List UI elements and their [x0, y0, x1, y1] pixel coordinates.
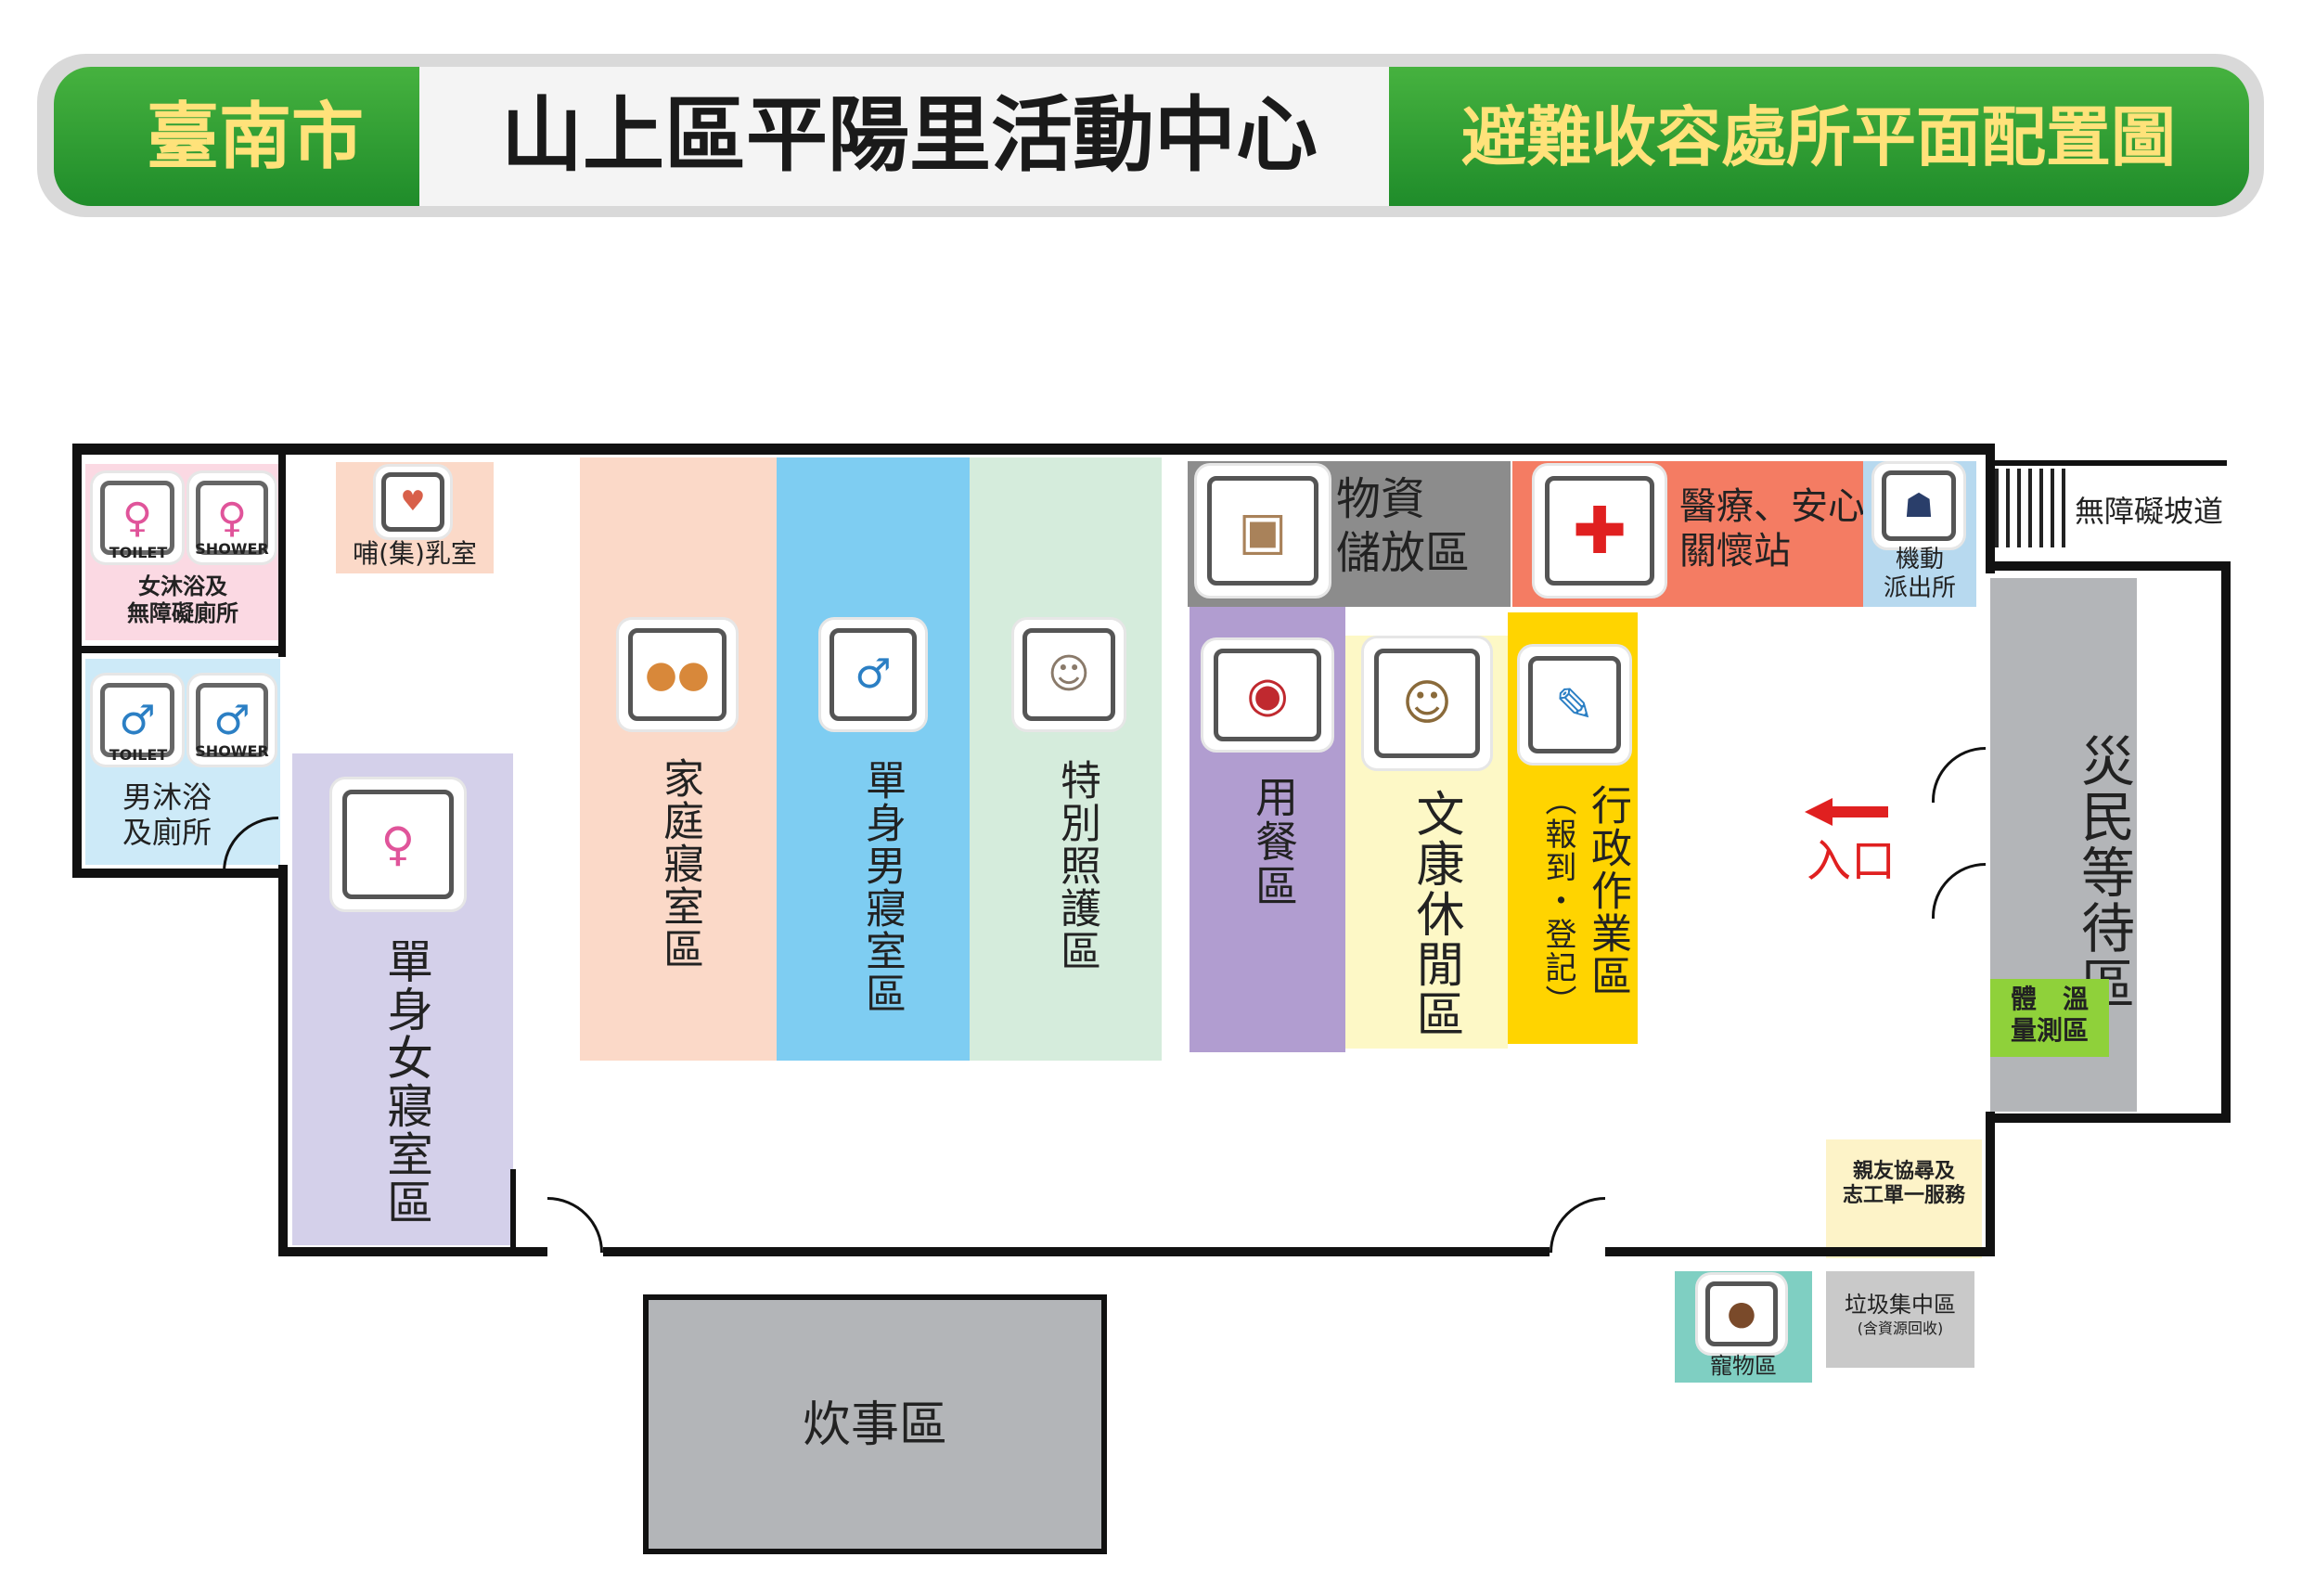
- family-search-zone: [1826, 1139, 1982, 1258]
- temperature-label: 體 溫 量測區: [2010, 984, 2089, 1046]
- kitchen-zone: [643, 1294, 1107, 1554]
- wall-bottom-right: [1605, 1247, 1995, 1256]
- recreation-label: 文康休閒區: [1408, 789, 1463, 1039]
- single-female-icon: ♀: [332, 779, 464, 909]
- door-swing-entrance-top[interactable]: [1932, 747, 1986, 803]
- wall-waiting-top: [1986, 561, 2231, 571]
- wall-main-left: [278, 865, 288, 1256]
- garbage-zone: [1826, 1271, 1974, 1368]
- wall-right-upper: [1986, 444, 1995, 573]
- special-care-label: 特別照護區: [1053, 759, 1100, 972]
- family-search-label: 親友協尋及 志工單一服務: [1842, 1160, 1965, 1208]
- storage-label: 物資 儲放區: [1336, 473, 1471, 579]
- wall-bottom-mid: [603, 1247, 1550, 1256]
- special-care-zone: [970, 457, 1162, 1061]
- nursing-mother-icon: ♥: [376, 467, 450, 537]
- wall-bath-middle: [72, 646, 286, 653]
- wall-left-outer: [72, 444, 82, 878]
- admin-sub-label: （報到・登記）: [1539, 784, 1576, 1018]
- wall-waiting-outer-right: [2221, 561, 2231, 1123]
- elderly-icon: ☺: [1014, 620, 1124, 729]
- banner-center-panel: [419, 67, 1389, 206]
- wall-bath-divider: [278, 444, 286, 657]
- wall-inner-female-dorm: [510, 1169, 516, 1247]
- police-label: 機動 派出所: [1883, 546, 1956, 603]
- reading-icon: ☺: [1364, 638, 1490, 768]
- entrance-arrow-icon: [1805, 798, 1888, 826]
- garbage-sub-label: (含資源回收): [1857, 1319, 1944, 1337]
- female-toilet-icon: ♀: [93, 473, 182, 562]
- paw-icon: ●: [1698, 1275, 1785, 1353]
- single-male-dorm-zone: [777, 457, 970, 1061]
- family-dorm-zone: [580, 457, 777, 1061]
- wall-waiting-bottom: [1986, 1113, 2231, 1123]
- kitchen-label: 炊事區: [802, 1397, 947, 1453]
- dining-plate-icon: ◉: [1203, 640, 1331, 750]
- wall-ramp-top: [1986, 460, 2227, 466]
- dining-label: 用餐區: [1249, 775, 1299, 908]
- waiting-label: 災民等待區: [2072, 733, 2135, 1011]
- womens-shower-label: SHOWER: [195, 540, 269, 558]
- wall-left-bottom: [72, 869, 288, 878]
- storage-box-icon: ▣: [1197, 466, 1329, 596]
- female-shower-icon: ♀: [189, 473, 275, 562]
- mens-toilet-label: TOILET: [109, 746, 168, 764]
- family-icon: ●●: [619, 620, 736, 729]
- ramp-label: 無障礙坡道: [2075, 494, 2224, 529]
- single-male-icon: ♂: [821, 620, 925, 729]
- mens-shower-label: SHOWER: [195, 742, 269, 760]
- medical-nurse-icon: ✚: [1535, 466, 1665, 596]
- male-shower-icon: ♂: [189, 676, 275, 765]
- single-female-dorm-label: 單身女寢室區: [379, 937, 433, 1227]
- banner-subtitle: 避難收容處所平面配置圖: [1461, 99, 2176, 175]
- door-swing-bottom-right[interactable]: [1550, 1197, 1605, 1253]
- wall-bottom-left: [278, 1247, 547, 1256]
- police-officer-icon: ☗: [1874, 464, 1963, 547]
- male-toilet-icon: ♂: [93, 676, 182, 765]
- banner-city: 臺南市: [146, 96, 364, 179]
- door-swing-entrance-bottom[interactable]: [1932, 863, 1986, 919]
- temperature-zone: [1990, 979, 2109, 1057]
- pet-label: 寵物區: [1710, 1353, 1777, 1379]
- entrance-label: 入口: [1806, 835, 1896, 887]
- womens-bath-label: 女沐浴及 無障礙廁所: [127, 573, 238, 626]
- garbage-label: 垃圾集中區: [1845, 1292, 1956, 1318]
- clipboard-icon: ✎: [1520, 647, 1629, 763]
- door-swing-bottom-left[interactable]: [547, 1197, 603, 1253]
- wall-right-lower: [1986, 1112, 1995, 1256]
- single-male-dorm-label: 單身男寢室區: [858, 759, 906, 1015]
- womens-toilet-label: TOILET: [109, 544, 168, 561]
- nursing-room-label: 哺(集)乳室: [353, 538, 477, 569]
- medical-label: 醫療、安心 關懷站: [1679, 485, 1865, 573]
- family-dorm-label: 家庭寢室區: [656, 757, 703, 971]
- admin-label: 行政作業區: [1584, 784, 1631, 998]
- ramp-stairs: [1995, 469, 2071, 547]
- banner-venue: 山上區平陽里活動中心: [500, 87, 1318, 183]
- wall-top: [72, 444, 1991, 455]
- mens-bath-label: 男沐浴 及廁所: [122, 779, 212, 851]
